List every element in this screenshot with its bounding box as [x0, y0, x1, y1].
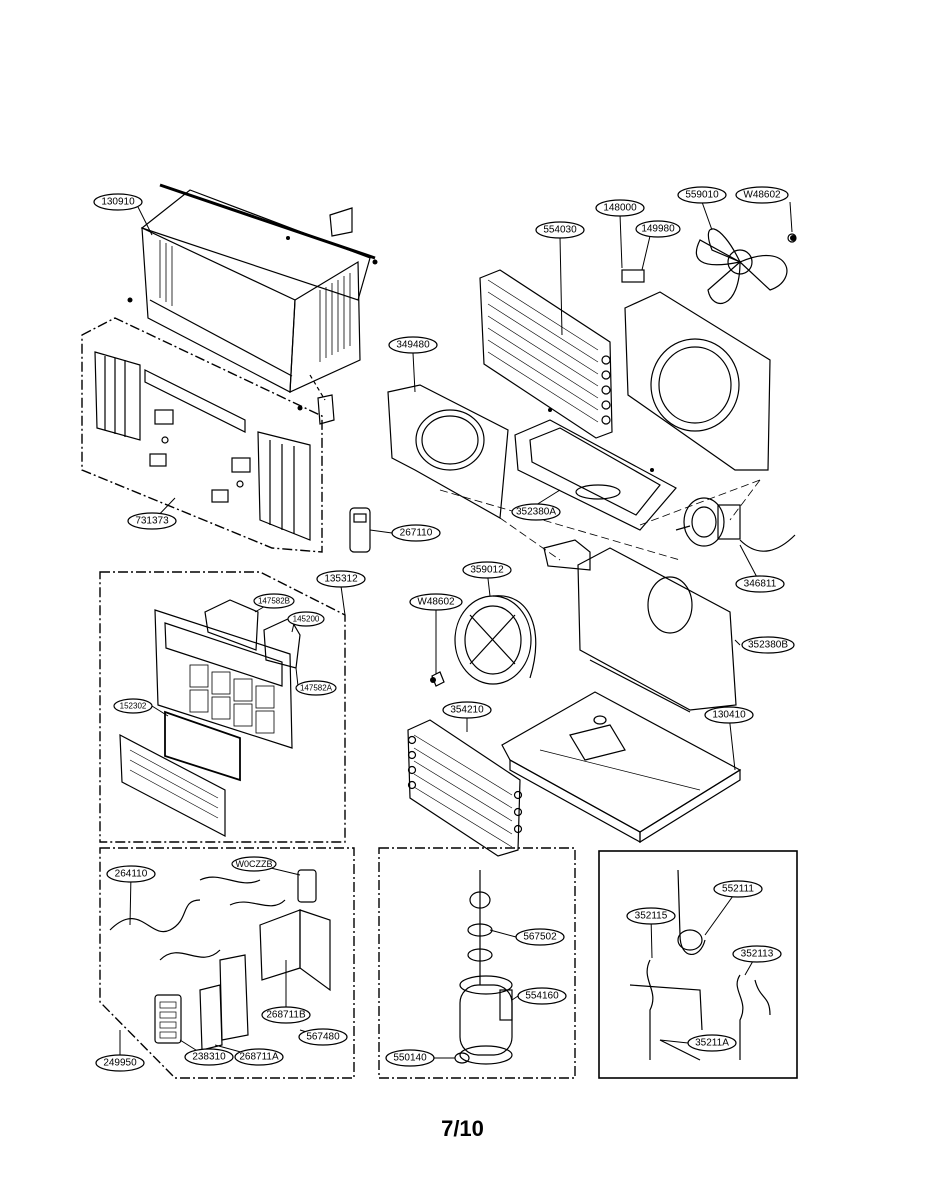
front-frame-group	[81, 317, 323, 553]
shroud-drawing	[387, 384, 509, 519]
callout-label-267110: 267110	[391, 524, 441, 542]
evaporator-coil-drawing	[407, 719, 523, 857]
svg-text:268711B: 268711B	[266, 1010, 306, 1021]
callout-label-264110: 264110	[106, 865, 156, 883]
air-guide-drawing	[543, 539, 737, 713]
fasteners	[127, 235, 796, 683]
svg-text:352380B: 352380B	[748, 640, 788, 651]
svg-text:352113: 352113	[741, 949, 774, 960]
fan-blade-drawing	[695, 228, 797, 305]
callout-label-352115: 352115	[626, 907, 676, 925]
svg-text:264110: 264110	[115, 869, 148, 880]
callout-label-352113: 352113	[732, 945, 782, 963]
electrical-parts-group	[99, 847, 355, 1079]
svg-text:149980: 149980	[641, 224, 675, 235]
callout-label-135312: 135312	[316, 570, 366, 588]
svg-text:147582A: 147582A	[300, 684, 333, 693]
svg-text:249950: 249950	[103, 1058, 137, 1069]
callout-label-149980: 149980	[635, 220, 681, 238]
svg-text:552111: 552111	[722, 884, 754, 895]
callout-label-352380A: 352380A	[511, 503, 561, 521]
callout-label-145200: 145200	[287, 611, 325, 627]
base-tray-drawing	[514, 419, 677, 531]
svg-text:W48602: W48602	[417, 597, 455, 608]
orifice-panel-drawing	[621, 269, 771, 471]
callout-label-152302: 152302	[113, 698, 153, 714]
callout-label-238310: 238310	[184, 1048, 234, 1066]
callout-label-249950: 249950	[95, 1054, 145, 1072]
svg-text:567480: 567480	[306, 1032, 340, 1043]
svg-text:359012: 359012	[470, 565, 504, 576]
callout-label-567502: 567502	[515, 928, 565, 946]
callout-label-130910: 130910	[93, 193, 143, 211]
callout-label-567480: 567480	[298, 1028, 348, 1046]
callout-label-550140: 550140	[385, 1049, 435, 1067]
callout-label-130410: 130410	[704, 706, 754, 724]
svg-text:147582B: 147582B	[258, 597, 290, 606]
base-pan-drawing	[501, 691, 742, 844]
refrigerant-tubes-group	[598, 850, 798, 1079]
page-number: 7/10	[441, 1116, 484, 1141]
callout-label-148000: 148000	[595, 199, 645, 217]
svg-text:W0CZZB: W0CZZB	[236, 859, 273, 869]
blower-drawing	[431, 595, 537, 687]
callout-label-559010: 559010	[677, 186, 727, 204]
callout-label-359012: 359012	[462, 561, 512, 579]
svg-text:267110: 267110	[400, 528, 433, 539]
remote-drawing	[349, 507, 371, 553]
svg-text:352115: 352115	[635, 911, 668, 922]
svg-text:352380A: 352380A	[516, 507, 556, 518]
callout-label-35211A: 35211A	[687, 1034, 737, 1052]
callout-label-352380B: 352380B	[741, 636, 795, 654]
callout-label-W48602-top: W48602	[735, 186, 789, 204]
svg-text:238310: 238310	[192, 1052, 226, 1063]
svg-text:152302: 152302	[120, 702, 147, 711]
svg-text:554030: 554030	[543, 225, 577, 236]
svg-text:148000: 148000	[603, 203, 637, 214]
svg-text:130910: 130910	[101, 197, 135, 208]
svg-text:130410: 130410	[712, 710, 746, 721]
callout-label-268711A: 268711A	[234, 1048, 284, 1066]
callout-label-268711B: 268711B	[261, 1006, 311, 1024]
svg-text:567502: 567502	[523, 932, 557, 943]
compressor-group	[378, 847, 576, 1079]
motor-drawing	[675, 497, 796, 552]
svg-text:W48602: W48602	[743, 190, 781, 201]
front-grille-group	[99, 571, 346, 843]
svg-text:349480: 349480	[396, 340, 430, 351]
callout-label-349480: 349480	[388, 336, 438, 354]
callout-label-W48602-mid: W48602	[409, 593, 463, 611]
callout-label-731373: 731373	[127, 512, 177, 530]
svg-text:346811: 346811	[744, 579, 777, 590]
cabinet-drawing	[140, 183, 376, 425]
assembly-guide-lines	[439, 479, 761, 561]
callout-label-W0CZZB: W0CZZB	[231, 856, 277, 872]
callout-label-147582A: 147582A	[295, 680, 337, 696]
callout-label-147582B: 147582B	[253, 593, 295, 609]
svg-text:731373: 731373	[135, 516, 169, 527]
svg-text:559010: 559010	[685, 190, 719, 201]
callout-label-552111: 552111	[713, 880, 763, 898]
svg-text:268711A: 268711A	[239, 1052, 279, 1063]
svg-text:354210: 354210	[450, 705, 484, 716]
svg-text:550140: 550140	[393, 1053, 427, 1064]
condenser-coil-drawing	[479, 269, 613, 439]
callout-label-354210: 354210	[442, 701, 492, 719]
svg-text:135312: 135312	[324, 574, 358, 585]
callout-label-554030: 554030	[535, 221, 585, 239]
svg-text:35211A: 35211A	[695, 1038, 729, 1049]
svg-text:554160: 554160	[525, 991, 559, 1002]
svg-text:145200: 145200	[293, 615, 320, 624]
callout-label-554160: 554160	[517, 987, 567, 1005]
callout-label-346811: 346811	[735, 575, 785, 593]
